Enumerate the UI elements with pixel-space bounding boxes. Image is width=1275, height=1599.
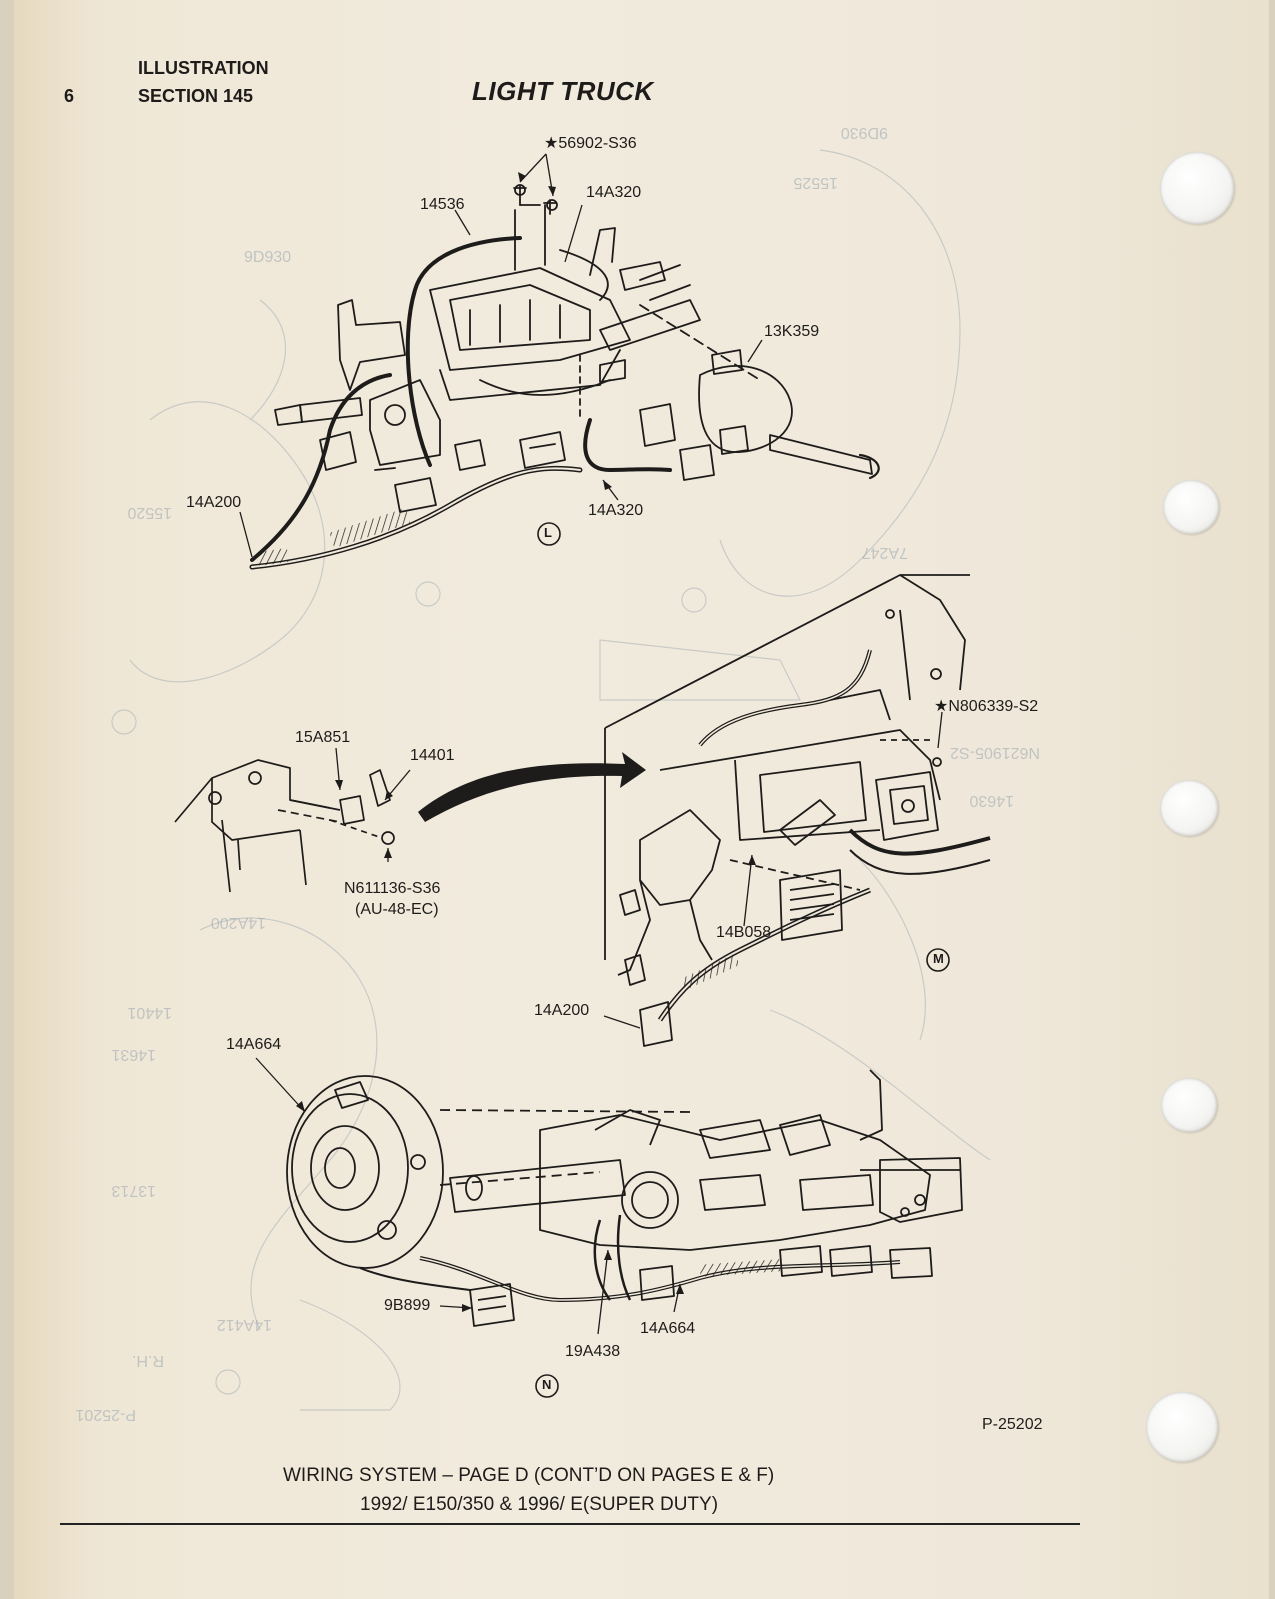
svg-text:14401: 14401 [127, 1004, 172, 1021]
callout-n-14a664-bottom: 14A664 [640, 1320, 696, 1337]
callout-m-15a851: 15A851 [295, 729, 351, 746]
callout-l-14a200: 14A200 [186, 494, 242, 511]
callout-l-14a320-top: 14A320 [586, 184, 642, 201]
svg-text:14631: 14631 [111, 1046, 156, 1063]
bleed-through-text: 9D930 15525 9D930 15520 7A247 N621905-S2… [75, 124, 1040, 1423]
callout-l-14a320-bottom: 14A320 [588, 502, 644, 519]
view-m-detail-drawing [174, 759, 395, 893]
view-m-panel-drawing [604, 574, 991, 1047]
caption-line-2: 1992/ E150/350 & 1996/ E(SUPER DUTY) [360, 1494, 719, 1515]
callout-m-14a200: 14A200 [534, 1002, 590, 1019]
caption-line-1: WIRING SYSTEM – PAGE D (CONT’D ON PAGES … [283, 1465, 775, 1486]
svg-text:15520: 15520 [127, 504, 172, 521]
svg-text:13713: 13713 [111, 1182, 156, 1199]
view-l-drawing [249, 184, 880, 570]
svg-text:14630: 14630 [969, 792, 1014, 809]
callout-l-56902-s36: ★56902-S36 [544, 135, 637, 152]
view-n-arrowheads [296, 1101, 684, 1312]
view-m-marker: M [933, 951, 944, 966]
figure-id: P-25202 [982, 1416, 1043, 1433]
callout-m-14b058: 14B058 [716, 924, 772, 941]
view-n-marker-circle [535, 1374, 559, 1398]
view-l-marker-circle [537, 522, 561, 546]
detail-arrow [418, 752, 646, 822]
binder-hole [1160, 780, 1218, 836]
footer-rule [60, 1523, 1080, 1525]
svg-text:R.H.: R.H. [132, 1352, 164, 1369]
callout-n-9b899: 9B899 [384, 1297, 431, 1314]
view-n-marker: N [542, 1377, 552, 1392]
svg-text:9D930: 9D930 [244, 249, 291, 266]
bleed-through-ghost [111, 149, 991, 1411]
page-number: 6 [64, 86, 75, 106]
callout-l-14536: 14536 [420, 196, 465, 213]
view-m-leaders [335, 711, 943, 1029]
header-illustration: ILLUSTRATION [138, 58, 269, 78]
callout-n-19a438: 19A438 [565, 1343, 621, 1360]
svg-text:14A200: 14A200 [211, 914, 266, 931]
page-title: LIGHT TRUCK [472, 76, 654, 106]
svg-text:P-25201: P-25201 [75, 1406, 136, 1423]
binder-hole [1161, 1078, 1217, 1132]
view-n-drawing [286, 1069, 963, 1327]
binder-hole [1163, 480, 1219, 534]
svg-text:9D930: 9D930 [841, 124, 888, 141]
view-m-arrowheads [335, 780, 756, 865]
view-l-marker: L [544, 525, 552, 540]
svg-text:15525: 15525 [793, 174, 838, 191]
harness-tape-n [699, 1259, 781, 1277]
callout-m-au-48-ec: (AU-48-EC) [355, 901, 439, 918]
callout-n-14a664-top: 14A664 [226, 1036, 282, 1053]
callout-l-13k359: 13K359 [764, 323, 820, 340]
callout-m-n806339-s2: ★N806339-S2 [934, 698, 1039, 715]
view-l-leaders [239, 153, 763, 558]
callout-m-14401: 14401 [410, 747, 455, 764]
harness-tape-l [329, 508, 411, 548]
view-l-arrowheads [518, 172, 612, 490]
view-m-marker-circle [926, 948, 950, 972]
svg-text:N621905-S2: N621905-S2 [950, 744, 1040, 761]
binder-hole [1160, 152, 1234, 224]
svg-text:14A412: 14A412 [217, 1316, 272, 1333]
harness-tape-m [680, 953, 740, 991]
binder-hole [1146, 1392, 1218, 1462]
callout-m-n611136-s36: N611136-S36 [344, 880, 441, 897]
header-section: SECTION 145 [138, 86, 254, 106]
svg-text:7A247: 7A247 [862, 544, 908, 561]
